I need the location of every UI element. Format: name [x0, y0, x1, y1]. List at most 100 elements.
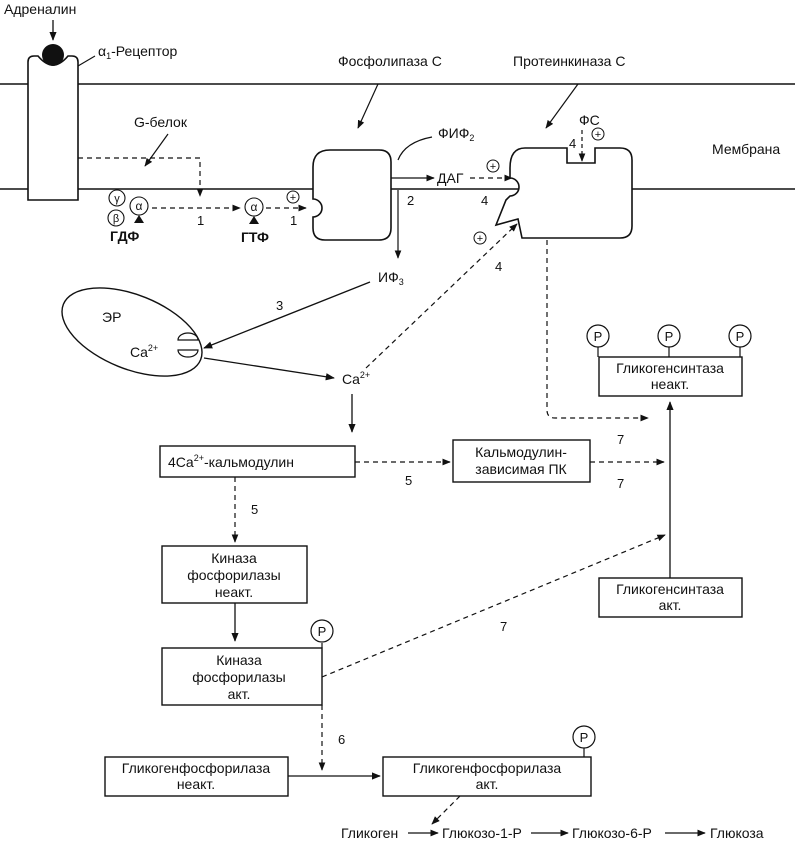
gs-phosphate-group-2 — [657, 324, 681, 348]
kinase-inactive-line1: Киназа — [211, 550, 257, 566]
calmodulin-label: 4Ca2+-кальмодулин — [168, 453, 294, 470]
beta-symbol: β — [113, 213, 119, 225]
ip3-to-er-arrow — [203, 281, 371, 349]
gs-active-line2: акт. — [659, 597, 682, 613]
step-3: 3 — [276, 298, 283, 313]
plus-text-2: + — [490, 161, 496, 173]
step-7c: 7 — [500, 619, 507, 634]
er-to-ca-arrow — [203, 357, 335, 381]
phosphorylase-inactive-line2: неакт. — [177, 776, 215, 792]
gs-phosphate-label-1: Р — [594, 329, 603, 344]
gdp-label: ГДФ — [110, 228, 139, 244]
er-ca-label: Ca2+ — [130, 343, 158, 360]
step-5b: 5 — [251, 502, 258, 517]
step-1b: 1 — [290, 213, 297, 228]
plc-label: Фосфолипаза С — [338, 53, 442, 69]
step-4c: 4 — [495, 259, 502, 274]
step-4a: 4 — [481, 193, 488, 208]
ps-label: ФС — [579, 112, 600, 128]
phosphorylase-active-line2: акт. — [476, 776, 499, 792]
step-6: 6 — [338, 732, 345, 747]
kinase-inactive-line3: неакт. — [215, 584, 253, 600]
plus-text-1: + — [290, 192, 296, 204]
phosphorylase-phosphate-label: Р — [580, 730, 589, 745]
pip2-pointer — [397, 136, 433, 161]
receptor-label: α1-Рецептор — [98, 43, 178, 61]
receptor-pointer — [77, 55, 96, 67]
receptor-to-g-arrow — [78, 157, 204, 197]
kinase-active-line1: Киназа — [216, 652, 262, 668]
kinase-phosphate-group — [310, 619, 334, 643]
plc-pointer — [357, 83, 379, 129]
phosphorylase-active-line1: Гликогенфосфорилаза — [413, 760, 562, 776]
adrenalin-ligand — [42, 44, 64, 66]
ca-to-pkc-arrow — [365, 223, 518, 369]
alpha1-receptor — [27, 55, 79, 201]
dag-label: ДАГ — [437, 170, 464, 186]
step-1a: 1 — [197, 213, 204, 228]
gs-inactive-box — [598, 356, 743, 397]
cam-pk-line1: Кальмодулин- — [475, 444, 567, 460]
endoplasmic-reticulum — [61, 287, 203, 377]
plus-sign-2 — [486, 159, 500, 173]
cam-dependent-pk-box — [452, 439, 591, 483]
phosphorylase-to-glycogen-arrow — [431, 795, 461, 825]
phosphorylase-inactive-line1: Гликогенфосфорилаза — [122, 760, 271, 776]
membrane — [0, 83, 795, 190]
g1p-label: Глюкозо-1-Р — [442, 825, 522, 841]
plus-sign-3 — [591, 127, 605, 141]
gs-active-line1: Гликогенсинтаза — [616, 581, 724, 597]
membrane-label: Мембрана — [712, 141, 780, 157]
gdp-triangle — [134, 215, 144, 223]
gs-inactive-line1: Гликогенсинтаза — [616, 360, 724, 376]
gtp-label: ГТФ — [241, 229, 269, 245]
plus-sign-1 — [286, 190, 300, 204]
g-protein-pointer — [144, 133, 169, 167]
gamma-symbol: γ — [114, 193, 120, 205]
er-label: ЭР — [102, 309, 121, 325]
step-7a: 7 — [617, 432, 624, 447]
step-4b: 4 — [569, 136, 576, 151]
gs-phosphate-label-2: Р — [665, 329, 674, 344]
ca-label: Ca2+ — [342, 370, 370, 387]
plus-text-4: + — [477, 233, 483, 245]
g6p-label: Глюкозо-6-Р — [572, 825, 652, 841]
kinase-active-line2: фосфорилазы — [192, 669, 286, 685]
ca-channel-top — [177, 332, 199, 341]
pkc-to-gs-arrow — [546, 240, 649, 422]
ca-channel-bottom — [177, 349, 199, 358]
adrenalin-label: Адреналин — [4, 1, 76, 17]
pkc-label: Протеинкиназа С — [513, 53, 625, 69]
gs-phosphate-group-3 — [728, 324, 752, 348]
plus-sign-4 — [473, 231, 487, 245]
kinase-inactive-box — [161, 545, 308, 604]
plus-text-3: + — [595, 129, 601, 141]
step-5a: 5 — [405, 473, 412, 488]
beta-subunit — [107, 209, 125, 227]
g-protein-label: G-белок — [134, 114, 188, 130]
gs-phosphate-label-3: Р — [736, 329, 745, 344]
kinase-active-box — [161, 647, 323, 706]
glucose-label: Глюкоза — [710, 825, 764, 841]
phosphorylase-phosphate-group — [572, 725, 596, 749]
alpha-symbol-2: α — [251, 200, 258, 214]
kinase-phosphate-label: Р — [318, 624, 327, 639]
kinase-inactive-line2: фосфорилазы — [187, 567, 281, 583]
gamma-subunit — [108, 189, 126, 207]
phospholipase-c — [312, 149, 392, 241]
kinase-active-line3: акт. — [228, 686, 251, 702]
gs-active-box — [598, 577, 743, 618]
step-2: 2 — [407, 193, 414, 208]
phosphorylase-inactive-box — [104, 756, 289, 797]
gtp-triangle — [249, 216, 259, 224]
pkc-pointer — [545, 83, 579, 129]
kinase-to-gs-arrow — [321, 534, 666, 678]
ip3-label: ИФ3 — [378, 269, 404, 287]
alpha-symbol-1: α — [136, 199, 143, 213]
cam-pk-line2: зависимая ПК — [475, 461, 567, 477]
protein-kinase-c — [494, 147, 633, 239]
gs-phosphate-group-1 — [586, 324, 610, 348]
phosphorylase-active-box — [382, 756, 592, 797]
